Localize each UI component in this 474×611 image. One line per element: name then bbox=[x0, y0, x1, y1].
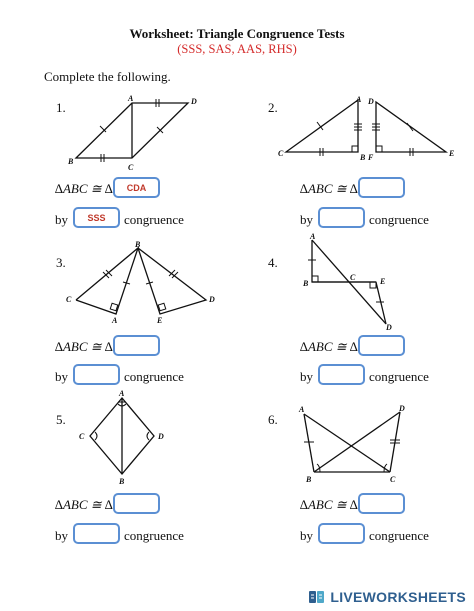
liveworksheets-brand[interactable]: LIVEWORKSHEETS bbox=[308, 589, 466, 605]
by-label-2: by bbox=[300, 212, 313, 227]
by-label-3: by bbox=[55, 369, 68, 384]
answer-test-1[interactable]: SSS bbox=[73, 207, 120, 228]
figure-3-triangles: B C A E D bbox=[66, 240, 215, 324]
by-label-1: by bbox=[55, 212, 68, 227]
fig5-label-a: A bbox=[118, 389, 125, 398]
congruence-label-3: congruence bbox=[124, 369, 184, 384]
fig1-label-a: A bbox=[127, 94, 134, 103]
by-label-6: by bbox=[300, 528, 313, 543]
problem-number-6: 6. bbox=[268, 412, 278, 427]
fig4-label-a: A bbox=[309, 232, 316, 241]
fig6-label-d: D bbox=[398, 404, 405, 413]
fig1-label-c: C bbox=[128, 163, 134, 172]
answer-test-4[interactable] bbox=[318, 364, 365, 385]
instruction-text: Complete the following. bbox=[44, 69, 171, 84]
fig4-label-e: E bbox=[379, 277, 385, 286]
statement-6: ∆ABC ≅ ∆ bbox=[300, 497, 358, 512]
liveworksheets-brand-text: LIVEWORKSHEETS bbox=[330, 589, 466, 605]
congruence-label-2: congruence bbox=[369, 212, 429, 227]
fig4-label-c: C bbox=[350, 273, 356, 282]
fig3-label-e: E bbox=[156, 316, 162, 324]
congruence-label-6: congruence bbox=[369, 528, 429, 543]
congruence-label-1: congruence bbox=[124, 212, 184, 227]
fig4-label-b: B bbox=[302, 279, 309, 288]
figure-2-right-triangles: A D C B F E bbox=[278, 95, 454, 162]
answer-test-1-value: SSS bbox=[87, 212, 106, 223]
congruence-label-4: congruence bbox=[369, 369, 429, 384]
fig2-label-e: E bbox=[448, 149, 454, 158]
fig3-label-a: A bbox=[111, 316, 118, 324]
fig6-label-c: C bbox=[390, 475, 396, 484]
problem-number-4: 4. bbox=[268, 255, 278, 270]
worksheet-title: Worksheet: Triangle Congruence Tests bbox=[129, 26, 345, 41]
fig5-label-d: D bbox=[157, 432, 164, 441]
answer-triangle-4[interactable] bbox=[358, 335, 405, 356]
figure-6-crossed-triangles: A D B C bbox=[298, 404, 405, 484]
fig2-label-d: D bbox=[367, 97, 374, 106]
fig1-label-b: B bbox=[67, 157, 74, 166]
answer-test-3[interactable] bbox=[73, 364, 120, 385]
fig1-label-d: D bbox=[190, 97, 197, 106]
fig3-label-c: C bbox=[66, 295, 72, 304]
by-label-5: by bbox=[55, 528, 68, 543]
statement-1: ∆ABC ≅ ∆ bbox=[55, 181, 113, 196]
problem-number-5: 5. bbox=[56, 412, 66, 427]
fig2-label-f: F bbox=[367, 153, 374, 162]
answer-test-2[interactable] bbox=[318, 207, 365, 228]
fig3-label-d: D bbox=[208, 295, 215, 304]
by-label-4: by bbox=[300, 369, 313, 384]
problem-number-3: 3. bbox=[56, 255, 66, 270]
fig6-label-a: A bbox=[298, 405, 305, 414]
answer-triangle-6[interactable] bbox=[358, 493, 405, 514]
statement-5: ∆ABC ≅ ∆ bbox=[55, 497, 113, 512]
fig2-label-b: B bbox=[359, 153, 366, 162]
fig2-label-c: C bbox=[278, 149, 284, 158]
statement-3: ∆ABC ≅ ∆ bbox=[55, 339, 113, 354]
fig4-label-d: D bbox=[385, 323, 392, 332]
answer-triangle-5[interactable] bbox=[113, 493, 160, 514]
statement-2: ∆ABC ≅ ∆ bbox=[300, 181, 358, 196]
figure-4-crossing-triangles: A B C E D bbox=[302, 232, 392, 332]
worksheet-subtitle: (SSS, SAS, AAS, RHS) bbox=[177, 42, 297, 56]
fig2-label-a: A bbox=[355, 95, 362, 104]
fig5-label-b: B bbox=[118, 477, 125, 486]
answer-test-5[interactable] bbox=[73, 523, 120, 544]
statement-4: ∆ABC ≅ ∆ bbox=[300, 339, 358, 354]
fig3-label-b: B bbox=[134, 240, 141, 249]
fig5-label-c: C bbox=[79, 432, 85, 441]
congruence-label-5: congruence bbox=[124, 528, 184, 543]
answer-triangle-2[interactable] bbox=[358, 177, 405, 198]
liveworksheets-logo-icon bbox=[309, 591, 325, 603]
answer-triangle-1[interactable]: CDA bbox=[113, 177, 160, 198]
problem-number-2: 2. bbox=[268, 100, 278, 115]
figure-1-parallelogram: A D B C bbox=[67, 94, 197, 172]
problem-number-1: 1. bbox=[56, 100, 66, 115]
figure-5-kite: A C D B bbox=[79, 389, 164, 486]
answer-test-6[interactable] bbox=[318, 523, 365, 544]
footer: LIVEWORKSHEETS bbox=[0, 584, 474, 611]
fig6-label-b: B bbox=[305, 475, 312, 484]
answer-triangle-3[interactable] bbox=[113, 335, 160, 356]
answer-triangle-1-value: CDA bbox=[126, 182, 147, 193]
